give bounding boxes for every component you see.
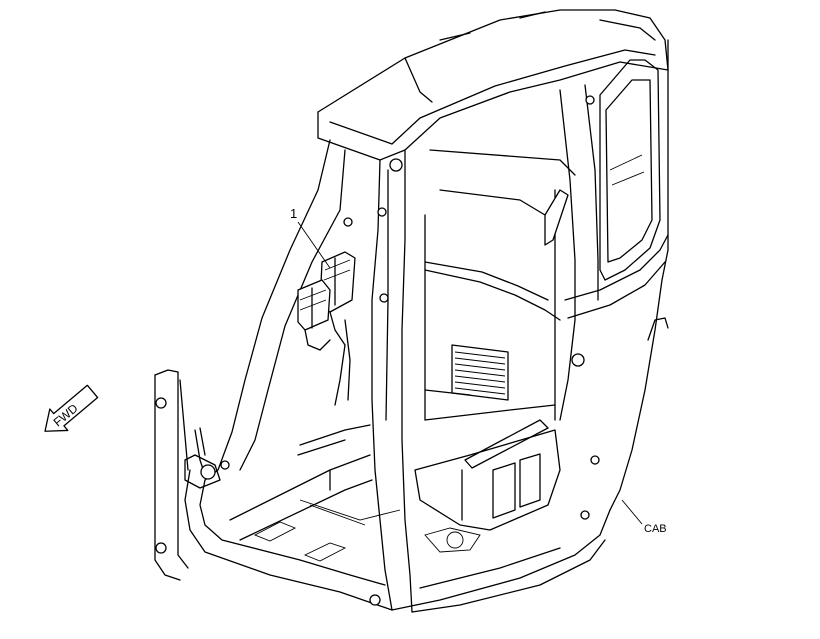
rear-panel <box>424 149 576 421</box>
grille-lines <box>454 351 506 395</box>
cab-callout: CAB <box>621 499 667 535</box>
left-controls <box>184 427 230 489</box>
relay-fuse-panel <box>297 251 356 406</box>
right-side <box>559 39 669 520</box>
rear-left-post <box>154 369 189 581</box>
cab-label: CAB <box>644 523 667 535</box>
cab-leader <box>621 499 643 525</box>
floor-frame <box>229 424 611 613</box>
seat-base <box>414 419 561 553</box>
callout-1-label: 1 <box>290 206 297 221</box>
front-pillar <box>371 149 413 613</box>
fwd-arrow-icon: FWD <box>44 384 99 432</box>
callout-1: 1 <box>290 206 331 269</box>
cab-roof <box>317 9 669 161</box>
callout-1-leader <box>297 221 331 269</box>
left-side-frame <box>184 139 393 611</box>
